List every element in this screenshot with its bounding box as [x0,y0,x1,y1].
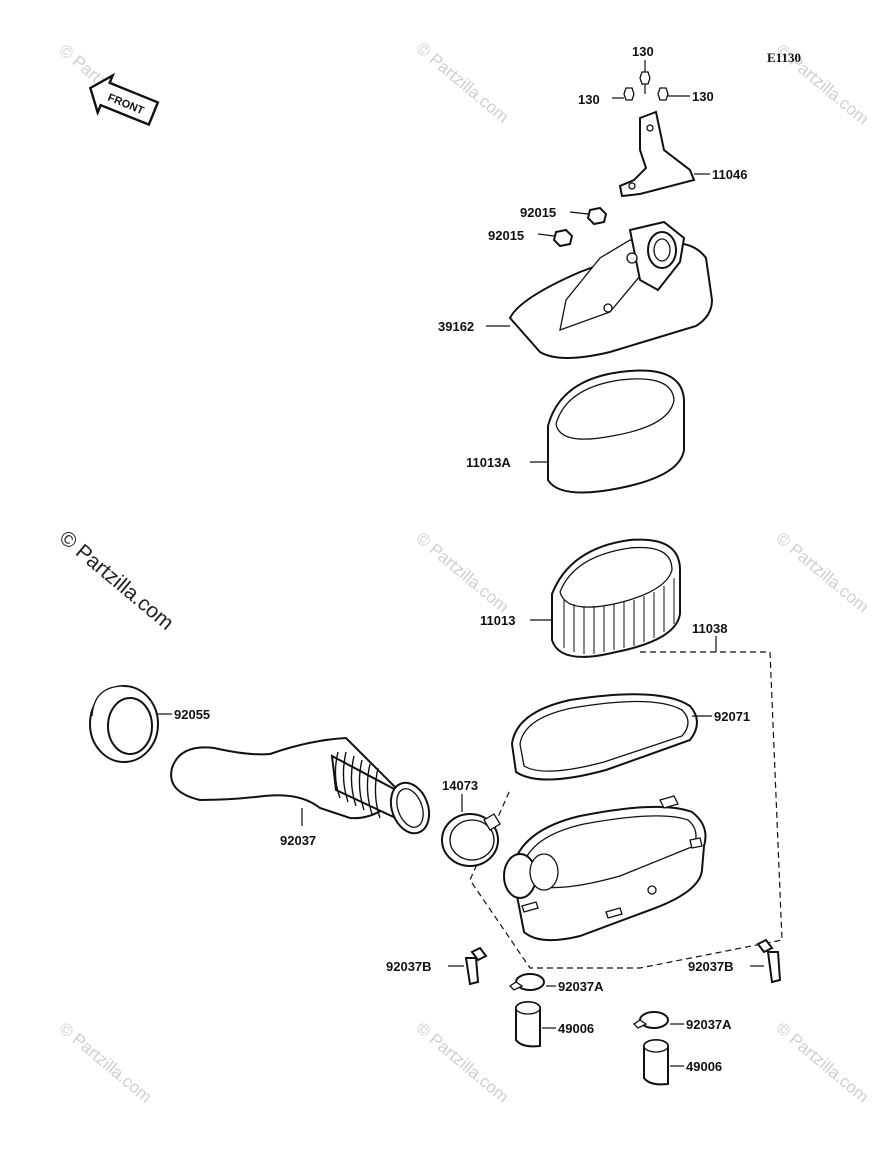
label-11013: 11013 [480,613,515,628]
watermark: © Partzilla.com [55,1019,155,1107]
label-92037A: 92037A [558,979,604,994]
label-130: 130 [632,44,654,59]
label-92037B: 92037B [688,959,734,974]
watermark: © Partzilla.com [772,529,872,617]
gasket-92055 [510,693,712,781]
element-11013 [530,538,681,658]
duct-14073 [170,736,431,835]
drain-49006-a [515,1001,556,1048]
label-49006: 49006 [558,1021,594,1036]
nut-92015-group [537,206,608,248]
label-92037: 14073 [442,778,478,793]
label-14073: 92037 [280,833,316,848]
bolt-icon [657,87,669,101]
nut-icon [552,228,574,248]
clip-92037B-left [448,946,488,986]
diagram-code: E1130 [767,50,801,65]
bracket-11046 [618,110,710,198]
drain-49006-b [643,1039,684,1086]
main-watermark: © Partzilla.com [55,526,178,635]
clamp-92037A-a [508,973,556,991]
label-11013A: 11013A [466,455,511,470]
label-130: 130 [578,92,600,107]
watermark: © Partzilla.com [772,1019,872,1107]
bolt-icon [639,71,651,85]
clamp-92037A-b [632,1011,684,1029]
label-92071: 92055 [174,707,210,722]
watermark: © Partzilla.com [412,529,512,617]
label-130: 130 [692,89,714,104]
clamp-92037 [441,794,501,867]
bolt-icon [623,87,635,101]
clip-92037B-right [750,938,782,984]
label-11038: 11038 [692,621,727,636]
bolt-130-group [612,60,690,101]
assembly-11038-outline [469,636,783,969]
watermark: © Partzilla.com [412,1019,512,1107]
label-39162: 39162 [438,319,474,334]
label-49006: 49006 [686,1059,722,1074]
label-92037A: 92037A [686,1017,732,1032]
element-11013A [530,369,685,494]
watermark: © Partzilla.com [412,39,512,127]
label-92055: 92071 [714,709,750,724]
label-92015: 92015 [520,205,556,220]
label-11046: 11046 [712,167,747,182]
nut-icon [586,206,608,226]
label-92037B: 92037B [386,959,432,974]
seal-92071 [89,685,172,763]
label-92015: 92015 [488,228,524,243]
air-box-case [503,795,707,942]
cover-39162 [486,220,714,359]
